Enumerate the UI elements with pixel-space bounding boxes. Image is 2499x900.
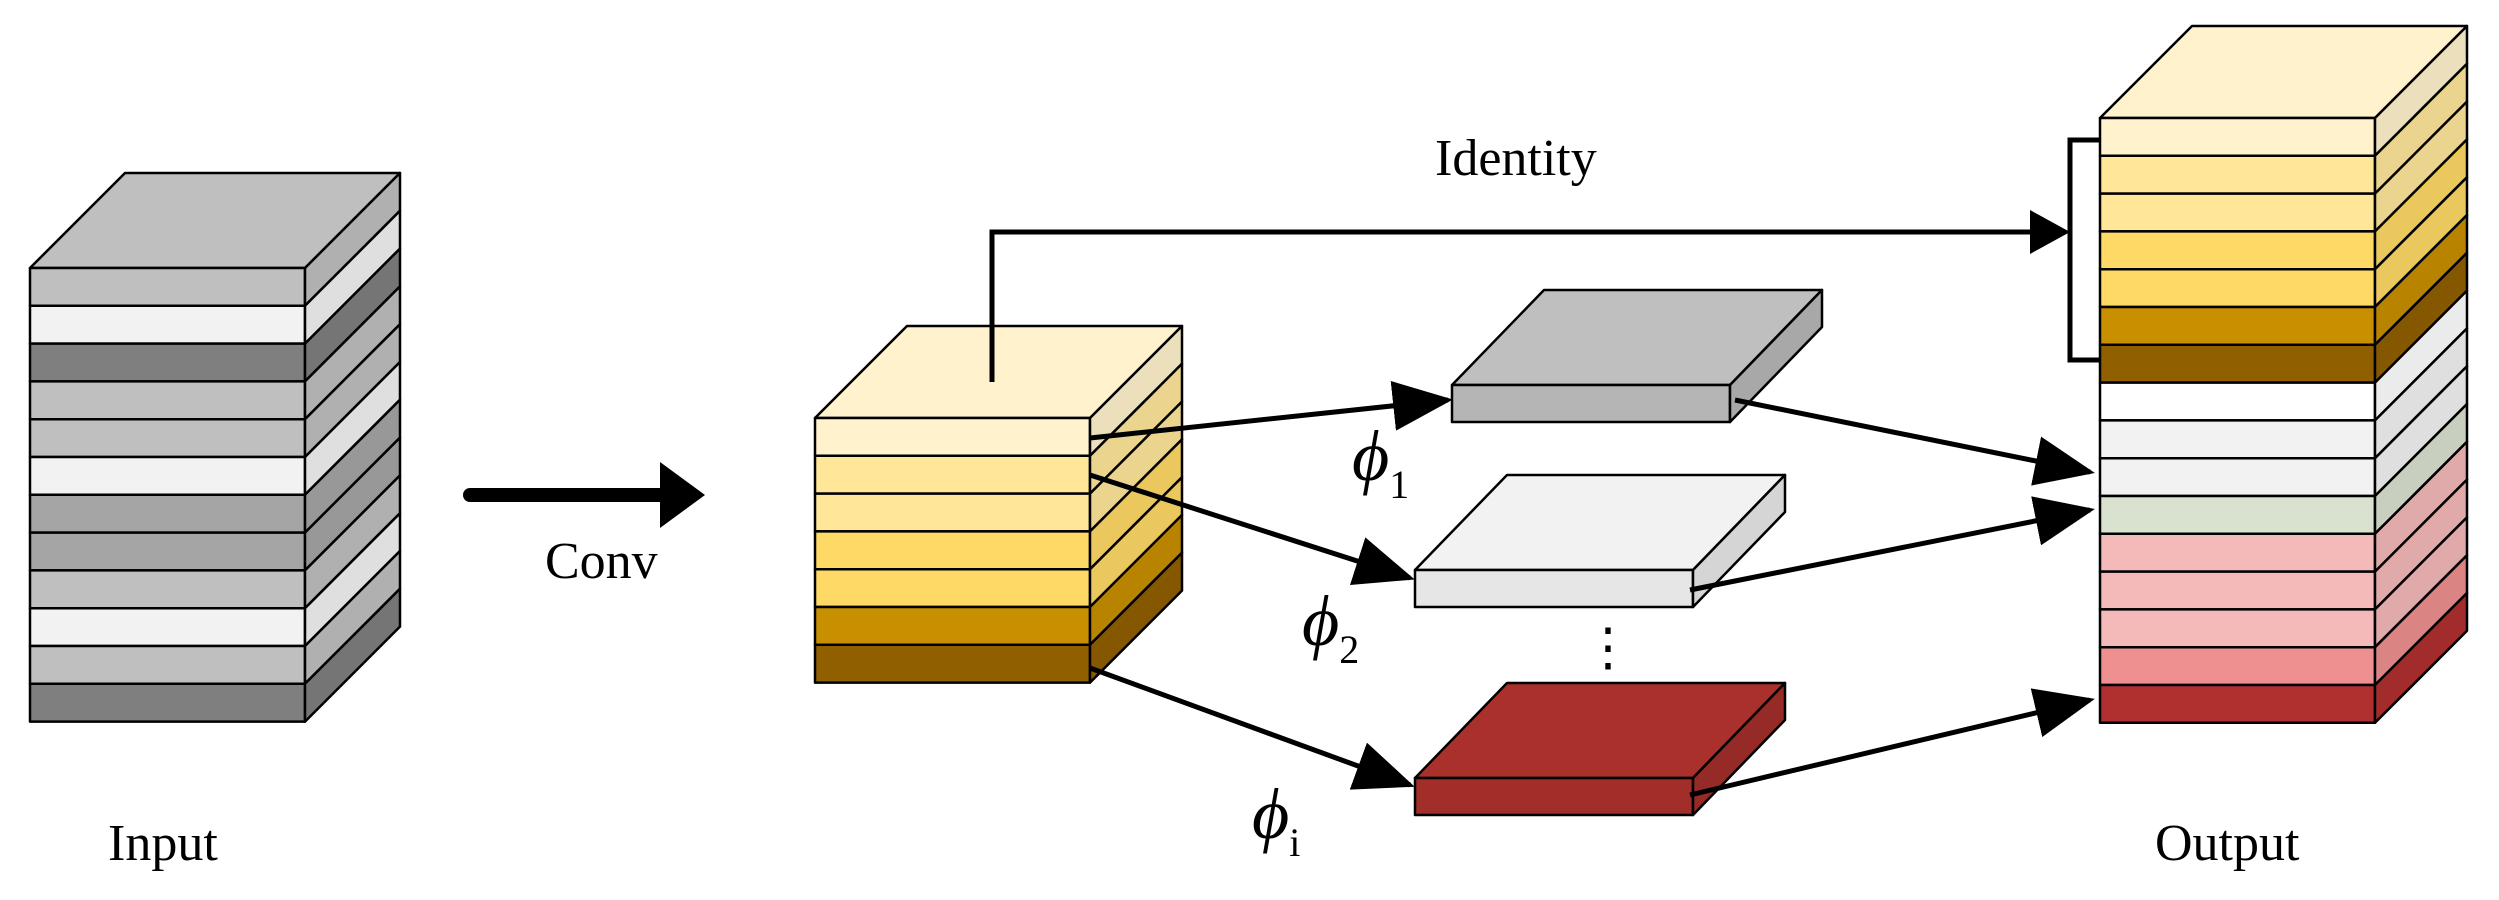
phi-1-label: ϕ1	[1352, 416, 1409, 507]
input-layer-front	[28, 417, 307, 459]
output-layer-front	[2098, 267, 2377, 309]
output-layer-front	[2098, 343, 2377, 384]
feature-layer-front	[813, 416, 1092, 458]
identity-arrow-head	[2030, 210, 2070, 254]
arrow-slab-1-to-output	[1734, 397, 2095, 486]
conv-label: Conv	[545, 533, 658, 590]
output-label: Output	[2155, 815, 2300, 872]
input-layer-side	[303, 587, 402, 723]
slab-1-front-face	[1450, 383, 1732, 424]
slab-1-side-face	[1728, 288, 1824, 424]
arrow-slab-2-to-output	[1689, 496, 2095, 593]
slab-2-side-face	[1691, 473, 1787, 609]
input-layer-front	[28, 493, 307, 534]
feature-layer-front	[813, 605, 1092, 647]
output-layer-front	[2098, 532, 2377, 573]
feature-layer-front	[813, 492, 1092, 533]
input-layer-front	[28, 455, 307, 497]
input-label: Input	[108, 815, 218, 872]
slab-2-front-face	[1413, 568, 1695, 609]
output-layer-front	[2098, 230, 2377, 271]
input-layer-front	[28, 644, 307, 686]
identity-label: Identity	[1435, 130, 1597, 187]
identity-bracket	[2067, 137, 2100, 363]
input-layer-front	[28, 569, 307, 610]
input-layer-front	[28, 380, 307, 421]
output-feature-stack	[2098, 24, 2469, 725]
identity-path	[989, 229, 2055, 382]
input-layer-front	[28, 342, 307, 383]
phi-2-label: ϕ2	[1302, 581, 1359, 672]
feature-layer-front	[813, 567, 1092, 609]
output-layer-front	[2098, 683, 2377, 725]
output-layer-front	[2098, 419, 2377, 460]
output-layer-front	[2098, 456, 2377, 498]
output-layer-front	[2098, 608, 2377, 649]
input-layer-front	[28, 266, 307, 308]
transform-slab-2	[1413, 473, 1787, 609]
feature-layer-front	[813, 643, 1092, 684]
conv-feature-stack	[813, 324, 1184, 684]
phi-i-label: ϕi	[1252, 774, 1300, 865]
arrow-to-slab-i	[1089, 665, 1415, 790]
transform-slab-i	[1413, 681, 1787, 817]
arrow-to-slab-1	[1089, 380, 1453, 441]
feature-layer-front	[813, 530, 1092, 571]
feature-layer-front	[813, 454, 1092, 495]
ellipsis-dots: ⋮	[1582, 620, 1634, 677]
arrow-slab-i-to-output	[1689, 688, 2095, 798]
output-layer-front	[2098, 305, 2377, 347]
output-layer-front	[2098, 154, 2377, 195]
output-layer-front	[2098, 192, 2377, 233]
input-feature-stack	[28, 171, 402, 723]
arrow-to-slab-2	[1089, 472, 1415, 585]
input-layer-front	[28, 682, 307, 723]
transform-slab-1	[1450, 288, 1824, 424]
input-layer-front	[28, 531, 307, 572]
slab-i-front-face	[1413, 776, 1695, 817]
output-layer-front	[2098, 494, 2377, 536]
input-layer-front	[28, 606, 307, 648]
slab-i-side-face	[1691, 681, 1787, 817]
input-layer-front	[28, 304, 307, 345]
output-layer-front	[2098, 570, 2377, 611]
conv-arrow-head	[660, 462, 705, 528]
output-layer-front	[2098, 645, 2377, 687]
output-layer-side	[2373, 591, 2469, 725]
output-layer-front	[2098, 381, 2377, 422]
output-layer-front	[2098, 116, 2377, 158]
